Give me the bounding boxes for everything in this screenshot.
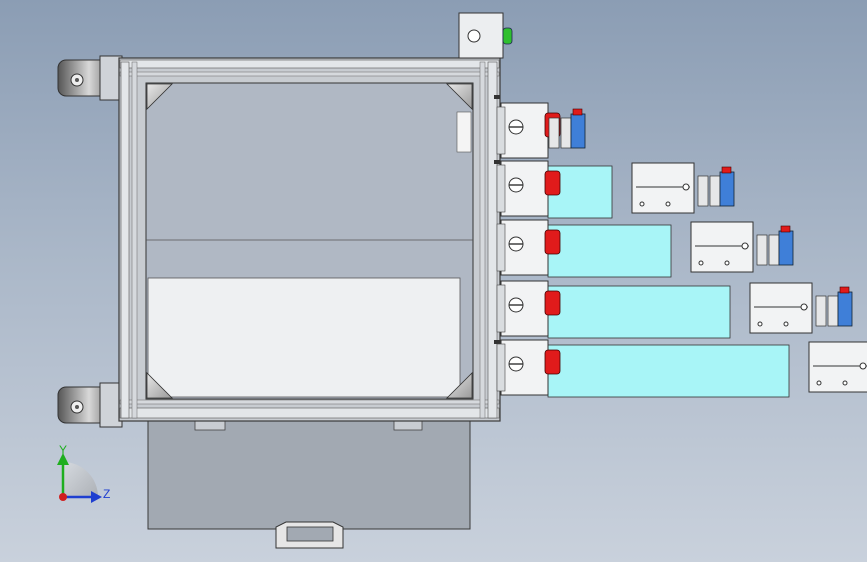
feeder-modules[interactable] — [496, 102, 867, 398]
module-4[interactable] — [496, 280, 853, 339]
red-button-icon — [544, 170, 561, 196]
module-1[interactable] — [496, 102, 586, 159]
blue-sensor-icon — [719, 171, 735, 207]
module-base — [500, 280, 549, 337]
blue-sensor-icon — [837, 291, 853, 327]
caster-top — [57, 55, 123, 101]
module-base — [500, 339, 549, 396]
drawer-handle[interactable] — [275, 521, 344, 549]
module-base — [500, 102, 549, 159]
y-axis-label: Y — [59, 443, 67, 457]
cyan-rail — [547, 224, 672, 278]
red-button-icon — [544, 349, 561, 375]
caster-bottom — [57, 382, 123, 428]
blue-sensor-icon — [570, 113, 586, 149]
module-2[interactable] — [496, 160, 735, 219]
module-base — [500, 160, 549, 217]
module-base — [500, 219, 549, 276]
main-frame[interactable] — [118, 57, 501, 422]
z-axis-label: Z — [103, 487, 110, 501]
blue-sensor-icon — [778, 230, 794, 266]
green-led-icon — [502, 27, 513, 45]
module-3[interactable] — [496, 219, 794, 278]
red-button-icon — [544, 229, 561, 255]
inner-plate — [147, 277, 461, 398]
drawer[interactable] — [147, 419, 471, 549]
origin-point-icon — [59, 493, 67, 501]
cyan-rail — [547, 344, 790, 398]
module-5[interactable] — [496, 339, 867, 398]
red-button-icon — [544, 290, 561, 316]
control-box[interactable] — [458, 12, 513, 59]
coordinate-triad: Y Z — [57, 443, 110, 503]
cyan-rail — [547, 285, 731, 339]
